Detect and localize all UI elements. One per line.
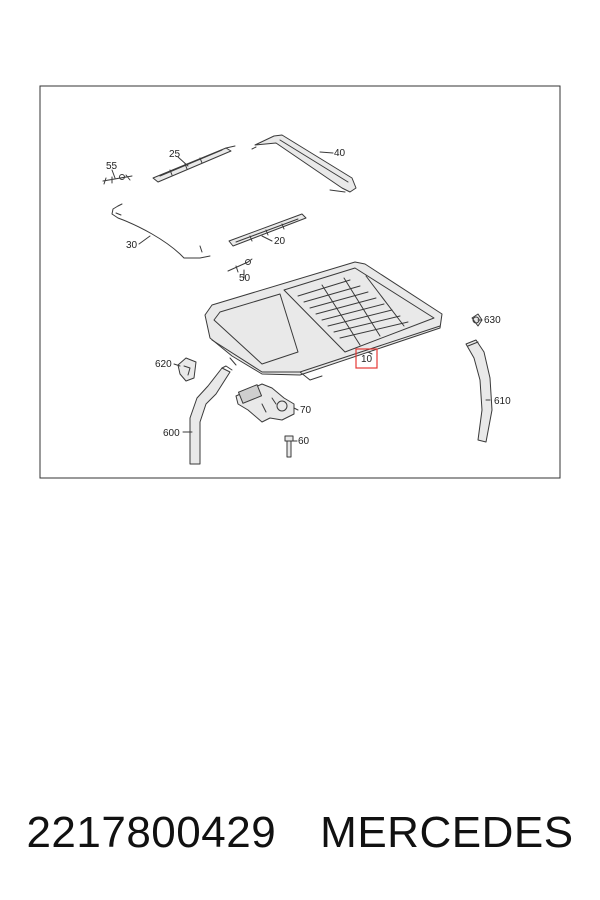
part-620-bracket [177,357,197,382]
callout-50: 50 [239,273,251,284]
callout-10-highlight-box [355,348,378,369]
part-30-cable [111,203,211,259]
part-600-drain-hose [189,365,233,465]
callout-10: 10 [361,354,373,365]
part-55-clip [102,174,133,185]
part-10-sunroof-frame [204,261,443,381]
part-70-motor [235,383,295,423]
callout-620: 620 [155,359,172,370]
callout-600: 600 [163,428,180,439]
callout-610: 610 [494,396,511,407]
part-610-drain-hose [465,339,493,443]
callout-70: 70 [300,405,312,416]
part-number: 2217800429 [26,808,277,857]
callout-25: 25 [169,149,181,160]
callout-30: 30 [126,240,138,251]
leader-lines [111,151,491,442]
callout-55: 55 [106,161,118,172]
callout-60: 60 [298,436,310,447]
part-20-guide-rail [228,213,307,247]
part-40-wind-deflector [251,134,357,193]
callout-630: 630 [484,315,501,326]
callout-40: 40 [334,148,346,159]
part-25-guide-rail [152,145,236,183]
part-60-bolt [284,435,294,458]
brand-name: MERCEDES [320,808,574,857]
part-caption: 2217800429 MERCEDES [0,798,600,868]
part-630-clip [471,313,483,327]
part-50-bracket [227,258,253,273]
callout-20: 20 [274,236,286,247]
